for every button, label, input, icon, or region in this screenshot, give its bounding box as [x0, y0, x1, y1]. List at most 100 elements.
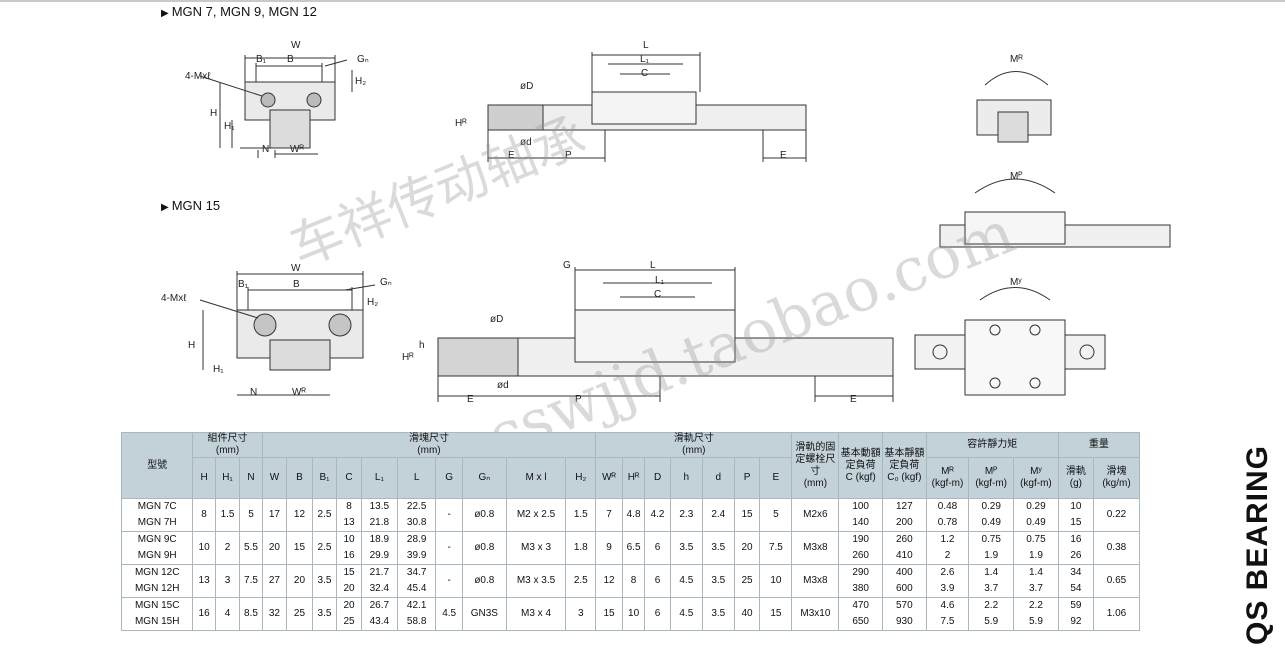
- col-model: 型號: [120, 432, 194, 499]
- table-cell: M3 x 3: [505, 531, 567, 565]
- table-cell: 7.5: [759, 531, 793, 565]
- svg-text:Gₙ: Gₙ: [357, 54, 369, 65]
- side-view-large: G L L₁ C øD ød h Hᴿ E P E: [402, 260, 894, 405]
- table-cell: 6.5: [621, 531, 646, 565]
- table-cell: ø0.8: [461, 531, 507, 565]
- table-cell: 7: [595, 498, 623, 532]
- sub-header: N: [239, 457, 263, 499]
- section-title-text: MGN 7, MGN 9, MGN 12: [171, 4, 317, 19]
- table-cell: M3 x 4: [505, 597, 567, 631]
- spec-table: 型號 組件尺寸(mm) 滑塊尺寸(mm) 滑軌尺寸(mm) 滑軌的固定螺栓尺寸(…: [120, 432, 1141, 631]
- svg-text:Mᴾ: Mᴾ: [1010, 171, 1023, 182]
- svg-text:B₁: B₁: [256, 54, 267, 65]
- table-cell: 2.5: [311, 498, 338, 532]
- sub-header: Hᴿ: [621, 457, 646, 499]
- table-cell: 5.5: [239, 531, 263, 565]
- svg-text:N: N: [262, 144, 269, 155]
- table-cell: 1.06: [1092, 597, 1141, 631]
- table-cell: 1.5: [214, 498, 241, 532]
- svg-text:C: C: [654, 289, 661, 300]
- svg-text:E: E: [780, 150, 787, 161]
- table-cell: 10: [759, 564, 793, 598]
- table-cell: -: [435, 531, 463, 565]
- svg-text:ød: ød: [497, 380, 509, 391]
- table-cell: 15: [759, 597, 793, 631]
- table-cell: 3: [565, 597, 597, 631]
- table-cell: ø0.8: [461, 498, 507, 532]
- sub-header: H₂: [565, 457, 597, 499]
- sub-header: G: [435, 457, 463, 499]
- svg-text:G: G: [563, 260, 571, 271]
- table-cell: 7.5: [239, 564, 263, 598]
- table-cell: 6: [644, 597, 671, 631]
- sub-header: B₁: [311, 457, 338, 499]
- sub-header: L: [396, 457, 437, 499]
- table-cell: -: [435, 498, 463, 532]
- table-cell: ø0.8: [461, 564, 507, 598]
- table-cell: M2x6: [791, 498, 840, 532]
- table-cell: 8: [621, 564, 646, 598]
- sub-header: h: [669, 457, 703, 499]
- table-cell: 1.8: [565, 531, 597, 565]
- svg-text:H₁: H₁: [213, 364, 224, 375]
- svg-text:W: W: [291, 263, 301, 274]
- table-cell: 25: [733, 564, 761, 598]
- svg-text:H₂: H₂: [355, 76, 366, 87]
- table-cell: 2.5: [311, 531, 338, 565]
- col-rail: 滑軌尺寸(mm): [595, 432, 793, 458]
- svg-text:P: P: [565, 150, 572, 161]
- svg-text:4-Mxℓ: 4-Mxℓ: [161, 293, 187, 304]
- svg-text:H: H: [188, 340, 195, 351]
- svg-text:Hᴿ: Hᴿ: [402, 352, 414, 363]
- table-cell: 13: [192, 564, 216, 598]
- sub-header: L₁: [360, 457, 398, 499]
- table-cell: 8: [192, 498, 216, 532]
- sub-header: B: [286, 457, 313, 499]
- sub-header: D: [644, 457, 671, 499]
- sub-header: Gₙ: [461, 457, 507, 499]
- svg-text:W: W: [291, 40, 301, 51]
- svg-text:E: E: [850, 394, 857, 405]
- sub-header-rail-weight: 滑軌(g): [1057, 457, 1094, 499]
- table-cell: 5: [239, 498, 263, 532]
- svg-text:h: h: [419, 340, 425, 351]
- table-cell: 9: [595, 531, 623, 565]
- sub-header: d: [701, 457, 735, 499]
- col-moment: 容許靜力矩: [925, 432, 1059, 458]
- header-row-2: H H₁ N W B B₁ C L₁ L G Gₙ M x l H₂ Wᴿ Hᴿ…: [122, 457, 1141, 499]
- table-cell: 20: [261, 531, 288, 565]
- svg-text:H: H: [210, 108, 217, 119]
- svg-text:B₁: B₁: [238, 279, 249, 290]
- svg-text:B: B: [287, 54, 294, 65]
- svg-text:E: E: [467, 394, 474, 405]
- moment-diagrams: Mᴿ Mᴾ Mʸ: [914, 54, 1171, 396]
- svg-text:øD: øD: [490, 314, 503, 325]
- svg-text:Mᴿ: Mᴿ: [1010, 54, 1023, 65]
- sub-header-block-weight: 滑塊(kg/m): [1092, 457, 1141, 499]
- table-cell: 20: [286, 564, 313, 598]
- triangle-marker-icon: ▶: [161, 8, 169, 19]
- table-cell: 8.5: [239, 597, 263, 631]
